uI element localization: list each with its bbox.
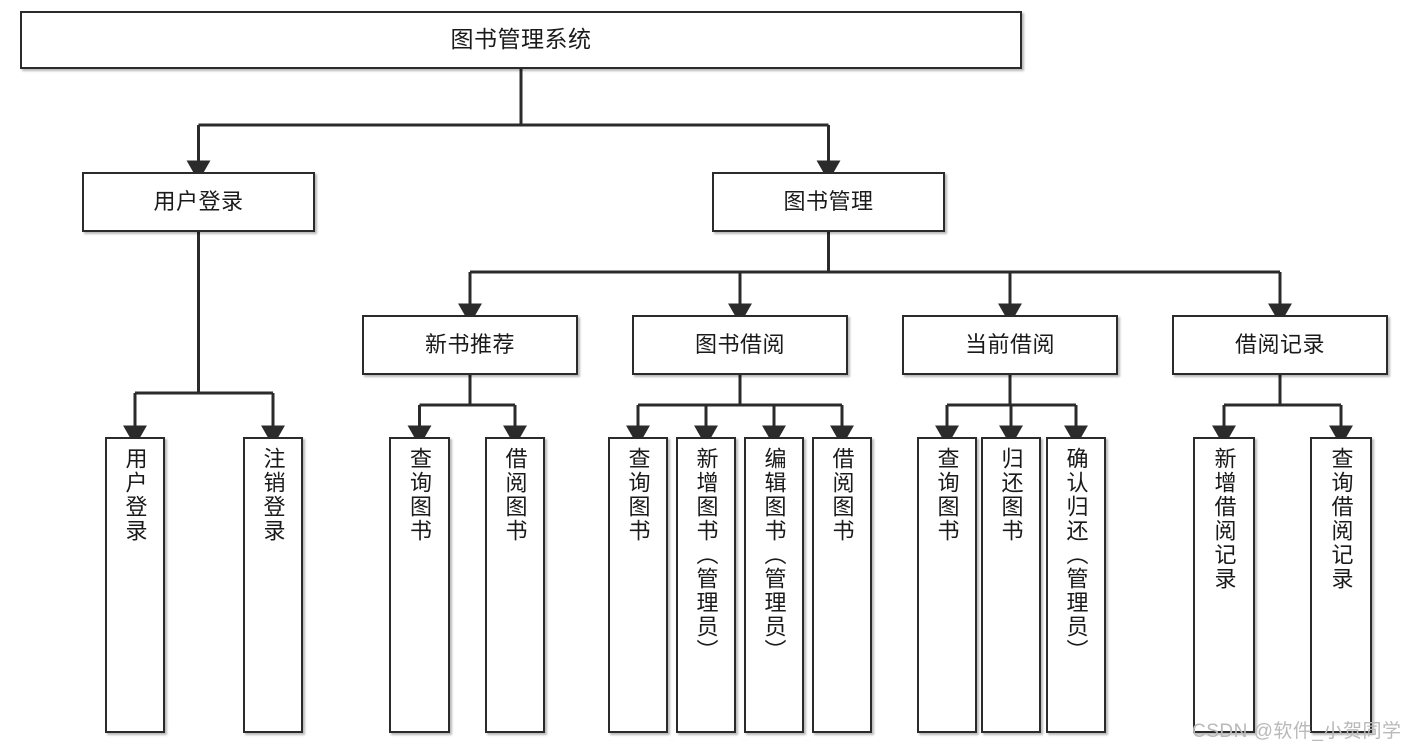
node-leaf-add-record[interactable]: 新增借阅记录 [1193,437,1255,733]
node-leaf-query-book-borrow[interactable]: 查询图书 [608,437,668,733]
node-book-borrow-label: 图书借阅 [694,331,785,357]
node-user-login[interactable]: 用户登录 [82,172,315,232]
node-leaf-query-book-cur[interactable]: 查询图书 [917,437,977,733]
node-borrow-record[interactable]: 借阅记录 [1172,315,1388,375]
node-leaf-user-login[interactable]: 用户登录 [105,437,165,733]
node-current-borrow[interactable]: 当前借阅 [902,315,1118,375]
node-book-borrow[interactable]: 图书借阅 [632,315,848,375]
node-root-label: 图书管理系统 [450,26,592,53]
node-leaf-edit-book[interactable]: 编辑图书（管理员） [744,437,804,733]
node-leaf-return-book-label: 归还图书 [998,447,1024,543]
watermark: CSDN @软件_小贺同学 [1192,721,1402,742]
node-leaf-add-book[interactable]: 新增图书（管理员） [676,437,736,733]
node-book-manage[interactable]: 图书管理 [712,172,945,232]
node-leaf-query-record[interactable]: 查询借阅记录 [1310,437,1372,733]
node-book-manage-label: 图书管理 [783,188,874,214]
node-new-book-rec[interactable]: 新书推荐 [362,315,578,375]
node-leaf-borrow-book[interactable]: 借阅图书 [812,437,872,733]
node-current-borrow-label: 当前借阅 [964,331,1055,357]
node-leaf-query-record-label: 查询借阅记录 [1328,447,1354,591]
node-leaf-borrow-book-rec-label: 借阅图书 [502,447,528,543]
node-leaf-query-book-rec-label: 查询图书 [407,447,433,543]
node-leaf-borrow-book-rec[interactable]: 借阅图书 [485,437,545,733]
node-leaf-confirm-return[interactable]: 确认归还（管理员） [1046,437,1106,733]
node-leaf-edit-book-label: 编辑图书（管理员） [761,447,787,663]
node-leaf-query-book-borrow-label: 查询图书 [625,447,651,543]
node-leaf-borrow-book-label: 借阅图书 [829,447,855,543]
node-leaf-query-book-cur-label: 查询图书 [934,447,960,543]
node-leaf-logout-label: 注销登录 [260,447,286,543]
node-root[interactable]: 图书管理系统 [20,11,1022,69]
node-new-book-rec-label: 新书推荐 [424,331,515,357]
node-leaf-add-book-label: 新增图书（管理员） [693,447,719,663]
node-leaf-add-record-label: 新增借阅记录 [1211,447,1237,591]
node-leaf-confirm-return-label: 确认归还（管理员） [1063,447,1089,663]
node-user-login-label: 用户登录 [153,188,244,214]
node-leaf-user-login-label: 用户登录 [122,447,148,543]
node-leaf-query-book-rec[interactable]: 查询图书 [389,437,450,733]
node-leaf-return-book[interactable]: 归还图书 [981,437,1041,733]
node-borrow-record-label: 借阅记录 [1234,331,1325,357]
node-leaf-logout[interactable]: 注销登录 [243,437,303,733]
